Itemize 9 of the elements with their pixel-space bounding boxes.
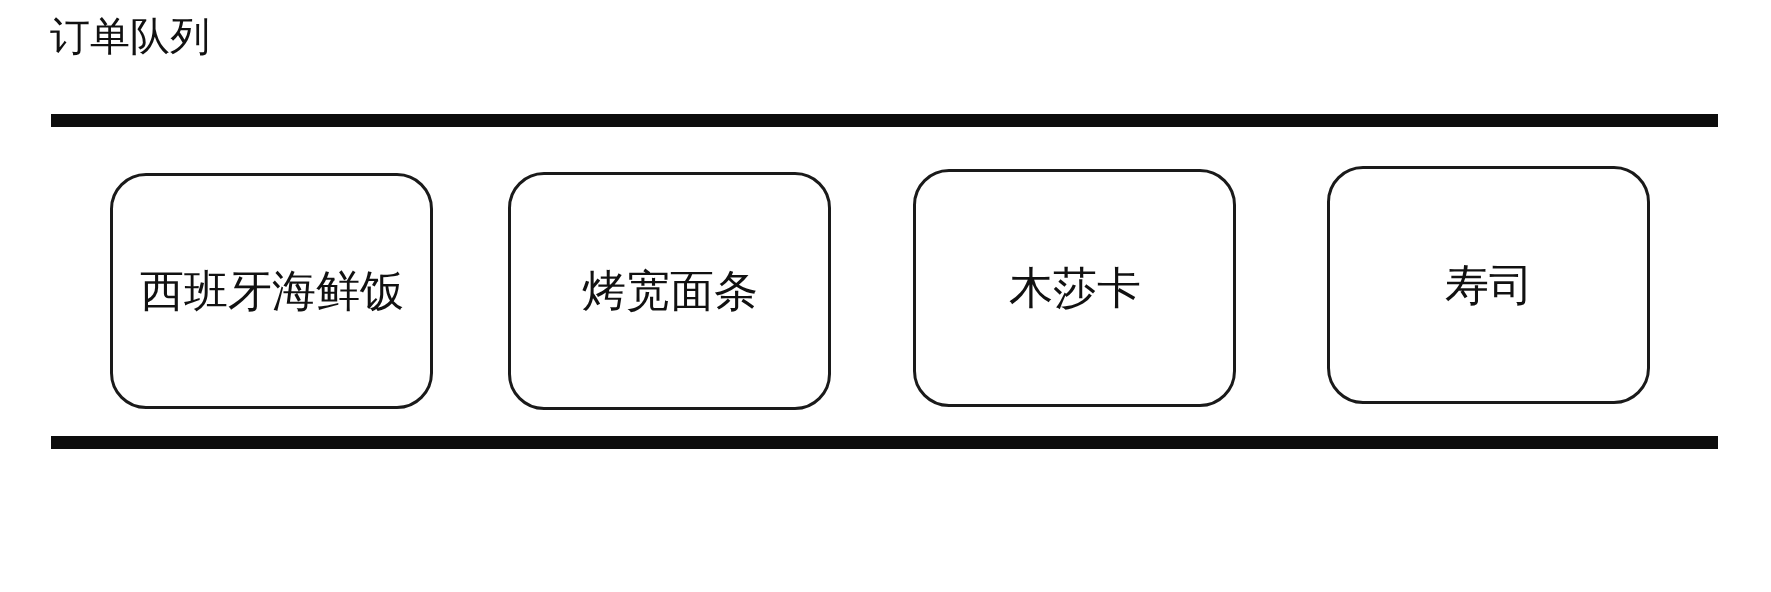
dish-name: 木莎卡	[1008, 261, 1141, 315]
dish-name: 西班牙海鲜饭	[139, 264, 404, 318]
order-card	[1327, 166, 1650, 404]
order-card	[508, 172, 831, 410]
dish-name: 烤宽面条	[581, 264, 758, 318]
dish-name: 寿司	[1444, 258, 1533, 312]
order-card	[110, 173, 433, 409]
title: 订单队列	[50, 12, 210, 60]
order-card	[913, 169, 1236, 407]
